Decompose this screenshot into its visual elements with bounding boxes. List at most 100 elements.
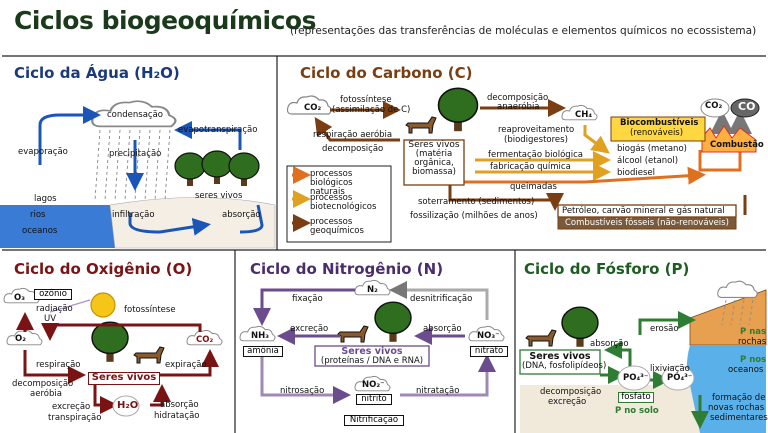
- oxygen-radiacao: radiação: [36, 304, 73, 314]
- nitrogen-proteinas: (proteínas / DNA e RNA): [320, 355, 424, 366]
- oxygen-co2: CO₂: [196, 335, 214, 345]
- carbon-co2-right: CO₂: [705, 101, 723, 111]
- carbon-biodigestores: (biodigestores): [504, 135, 568, 145]
- carbon-queimadas: queimadas: [510, 182, 557, 192]
- carbon-biocomb: Biocombustíveis: [620, 118, 699, 128]
- carbon-legend-1: processos biológicos naturais: [310, 169, 353, 197]
- carbon-biodiesel: biodiesel: [617, 168, 655, 178]
- phosphorus-dna: (DNA, fosfolipídeos): [522, 360, 607, 371]
- carbon-anaerobia: anaeróbia: [497, 102, 540, 112]
- page-subtitle: (representações das transferências de mo…: [290, 25, 757, 37]
- oxygen-title: Ciclo do Oxigênio (O): [14, 260, 193, 278]
- carbon-title: Ciclo do Carbono (C): [300, 64, 473, 82]
- carbon-decomp-anaerobia: decomposição: [487, 93, 549, 103]
- carbon-petroleo: Petróleo, carvão mineral e gás natural: [562, 206, 725, 216]
- water-rios: rios: [30, 210, 46, 220]
- oxygen-fotossintese: fotossíntese: [124, 305, 176, 315]
- nitrogen-nitratacao: nitratação: [416, 386, 460, 396]
- oxygen-respiracao: respiração: [36, 360, 81, 370]
- water-evapotranspiracao: evapotranspiração: [178, 125, 258, 135]
- carbon-fabricacao: fabricação química: [490, 162, 571, 172]
- carbon-soterramento: soterramento (sedimentos): [418, 197, 535, 207]
- carbon-co: CO: [738, 100, 756, 113]
- phosphorus-rochas: rochas: [738, 337, 767, 347]
- carbon-alcool: álcool (etanol): [617, 156, 679, 166]
- oxygen-expiracao: expiração: [165, 360, 207, 370]
- nitrogen-nitrito: nitrito: [356, 394, 392, 405]
- phosphorus-erosao: erosão: [650, 324, 679, 334]
- phosphorus-excrecao: excreção: [548, 397, 587, 407]
- phosphorus-title: Ciclo do Fósforo (P): [524, 260, 690, 278]
- carbon-materia: (matéria: [415, 149, 453, 160]
- phosphorus-po4b: PO₄³⁻: [667, 373, 693, 383]
- nitrogen-seres-vivos-box: Seres vivos (proteínas / DNA e RNA): [317, 347, 427, 366]
- water-title: Ciclo da Água (H₂O): [14, 64, 180, 82]
- nitrogen-n2: N₂: [367, 285, 378, 295]
- phosphorus-oceanos: oceanos: [728, 365, 764, 375]
- carbon-fermentacao: fermentação biológica: [488, 150, 583, 160]
- carbon-respiracao: respiração aeróbia: [313, 130, 393, 140]
- carbon-assimilacao: (assimilação de C): [332, 105, 411, 115]
- water-absorcao: absorção: [222, 210, 261, 220]
- water-condensacao: condensação: [107, 110, 163, 120]
- oxygen-cycle-graphics: [3, 287, 223, 417]
- carbon-fotossintese: fotossíntese: [340, 95, 392, 105]
- nitrogen-amonia: amônia: [243, 346, 283, 357]
- oxygen-absorcao: absorção: [160, 400, 199, 410]
- phosphorus-p-oceanos: P nos: [740, 355, 767, 365]
- nitrogen-no2: NO₂⁻: [362, 380, 385, 390]
- phosphorus-seres-vivos: Seres vivos: [529, 351, 591, 362]
- carbon-co2: CO₂: [304, 103, 322, 113]
- carbon-biomassa: biomassa): [412, 167, 456, 178]
- carbon-fossilizacao: fossilização (milhões de anos): [410, 211, 538, 221]
- oxygen-o2: O₂: [15, 334, 26, 344]
- nitrogen-desnitrificacao: desnitrificação: [410, 294, 473, 304]
- carbon-renovaveis: (renováveis): [630, 128, 684, 138]
- page-title: Ciclos biogeoquímicos: [14, 6, 317, 35]
- phosphorus-sedimentares: sedimentares: [710, 413, 768, 423]
- water-precipitacao: precipitação: [109, 149, 162, 159]
- panel-borders: [2, 55, 766, 433]
- oxygen-hidratacao: hidratação: [154, 411, 200, 421]
- oxygen-ozonio: ozônio: [34, 289, 72, 300]
- water-infiltracao: infiltração: [112, 210, 155, 220]
- water-oceanos: oceanos: [22, 226, 58, 236]
- carbon-legend-3: processos geoquímicos: [310, 217, 364, 236]
- carbon-ch4: CH₄: [575, 110, 593, 120]
- carbon-fosseis: Combustíveis fósseis (não-renováveis): [565, 218, 729, 228]
- phosphorus-p-solo: P no solo: [615, 406, 659, 416]
- phosphorus-absorcao: absorção: [590, 339, 629, 349]
- carbon-reaproveitamento: reaproveitamento: [498, 125, 575, 135]
- phosphorus-novas: novas rochas: [708, 403, 765, 413]
- carbon-seres-vivos-box: Seres vivos (matéria orgânica, biomassa): [407, 140, 461, 178]
- nitrogen-no3: NO₃⁻: [477, 331, 500, 341]
- oxygen-aerobia: aeróbia: [30, 389, 62, 399]
- oxygen-decomposicao: decomposição: [12, 379, 74, 389]
- nitrogen-nitrificacao: Nitrificação: [344, 415, 404, 426]
- phosphorus-fosfato: fosfato: [618, 392, 654, 403]
- water-seres-vivos: seres vivos: [195, 191, 243, 201]
- carbon-organica: orgânica,: [414, 158, 454, 169]
- oxygen-uv: UV: [44, 314, 57, 324]
- nitrogen-absorcao: absorção: [423, 324, 462, 334]
- nitrogen-title: Ciclo do Nitrogênio (N): [250, 260, 444, 278]
- water-lagos: lagos: [34, 194, 57, 204]
- oxygen-transpiracao: transpiração: [48, 413, 102, 423]
- nitrogen-excrecao: excreção: [290, 324, 329, 334]
- oxygen-h2o: H₂O: [117, 400, 139, 411]
- oxygen-o3: O₃: [14, 293, 25, 303]
- nitrogen-nitrato: nitrato: [470, 346, 508, 357]
- nitrogen-fixacao: fixação: [292, 294, 323, 304]
- phosphorus-seres-vivos-box: Seres vivos (DNA, fosfolipídeos): [522, 351, 607, 371]
- nitrogen-cycle-graphics: [239, 279, 505, 404]
- phosphorus-po4: PO₄³⁻: [623, 373, 649, 383]
- nitrogen-seres-vivos: Seres vivos: [341, 346, 403, 357]
- nitrogen-nitrosacao: nitrosação: [280, 386, 325, 396]
- carbon-cycle-graphics: [286, 87, 760, 243]
- phosphorus-decomposicao: decomposição: [540, 387, 602, 397]
- oxygen-excrecao: excreção: [52, 402, 91, 412]
- phosphorus-cycle-graphics: [519, 280, 767, 433]
- carbon-legend-2: processos biotecnológicos: [310, 193, 377, 212]
- carbon-decomposicao: decomposição: [322, 144, 384, 154]
